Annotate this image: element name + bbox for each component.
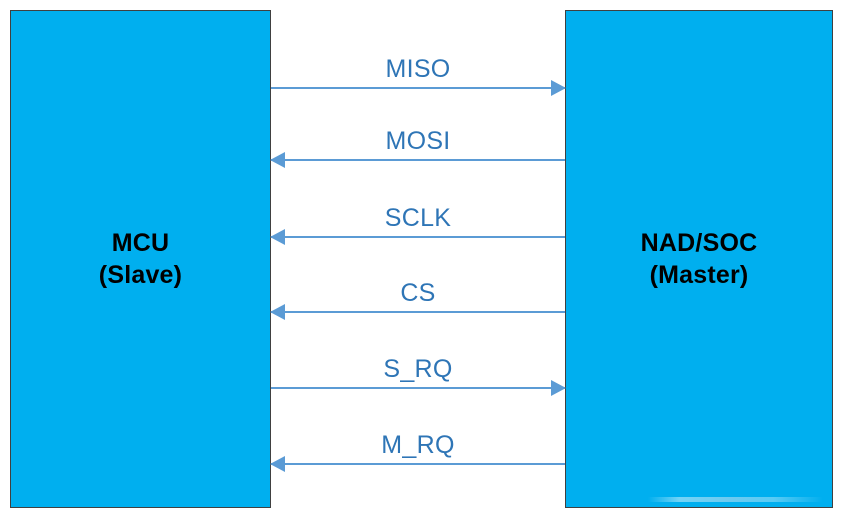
block-nad-title: NAD/SOC bbox=[640, 229, 758, 257]
block-mcu-title: MCU bbox=[111, 229, 170, 257]
block-nad[interactable]: NAD/SOC (Master) bbox=[565, 10, 833, 508]
signal-m-rq-line bbox=[271, 463, 565, 465]
block-mcu[interactable]: MCU (Slave) bbox=[10, 10, 271, 508]
block-mcu-role: (Slave) bbox=[98, 261, 183, 289]
signal-m-rq-label: M_RQ bbox=[381, 431, 455, 459]
signal-cs-line bbox=[271, 311, 565, 313]
signal-miso-label: MISO bbox=[385, 55, 451, 83]
signal-sclk-label: SCLK bbox=[384, 204, 452, 232]
signal-miso-line bbox=[271, 87, 565, 89]
signal-s-rq-line bbox=[271, 387, 565, 389]
signal-mosi-line bbox=[271, 159, 565, 161]
arrow-right-icon bbox=[551, 380, 566, 396]
signal-cs-label: CS bbox=[400, 279, 436, 307]
arrow-left-icon bbox=[270, 456, 285, 472]
arrow-left-icon bbox=[270, 229, 285, 245]
signal-s-rq-label: S_RQ bbox=[383, 355, 453, 383]
arrow-left-icon bbox=[270, 304, 285, 320]
signal-mosi-label: MOSI bbox=[385, 127, 451, 155]
arrow-left-icon bbox=[270, 152, 285, 168]
signal-sclk-line bbox=[271, 236, 565, 238]
block-nad-role: (Master) bbox=[649, 261, 749, 289]
arrow-right-icon bbox=[551, 80, 566, 96]
